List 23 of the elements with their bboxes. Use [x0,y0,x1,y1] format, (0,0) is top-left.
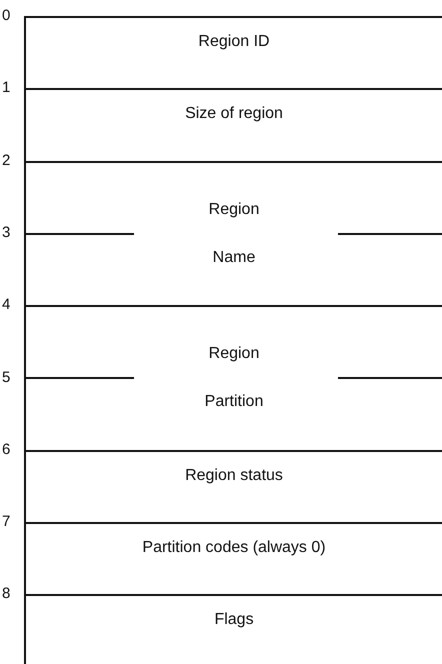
memory-field [24,305,442,450]
offset-number: 7 [2,514,10,530]
field-label: Region status [184,466,284,486]
offset-number: 2 [2,152,10,169]
offset-number: 8 [2,586,10,602]
field-label: Size of region [184,104,284,124]
field-label: Partition codes (always 0) [141,538,327,558]
field-label: Region Name [208,200,260,268]
offset-number: 3 [2,224,10,241]
memory-field [24,16,442,88]
field-label: Region ID [197,32,271,52]
offset-number: 5 [2,370,10,386]
offset-number: 6 [2,442,10,458]
field-label: Region Partition [204,344,264,412]
memory-field [24,160,442,306]
field-label: Flags [213,610,255,630]
memory-field [24,522,442,594]
offset-number: 1 [2,80,10,96]
offset-number: 4 [2,297,10,314]
offset-number: 0 [2,8,10,24]
memory-field [24,450,442,522]
memory-field [24,88,442,161]
memory-field [24,594,442,664]
